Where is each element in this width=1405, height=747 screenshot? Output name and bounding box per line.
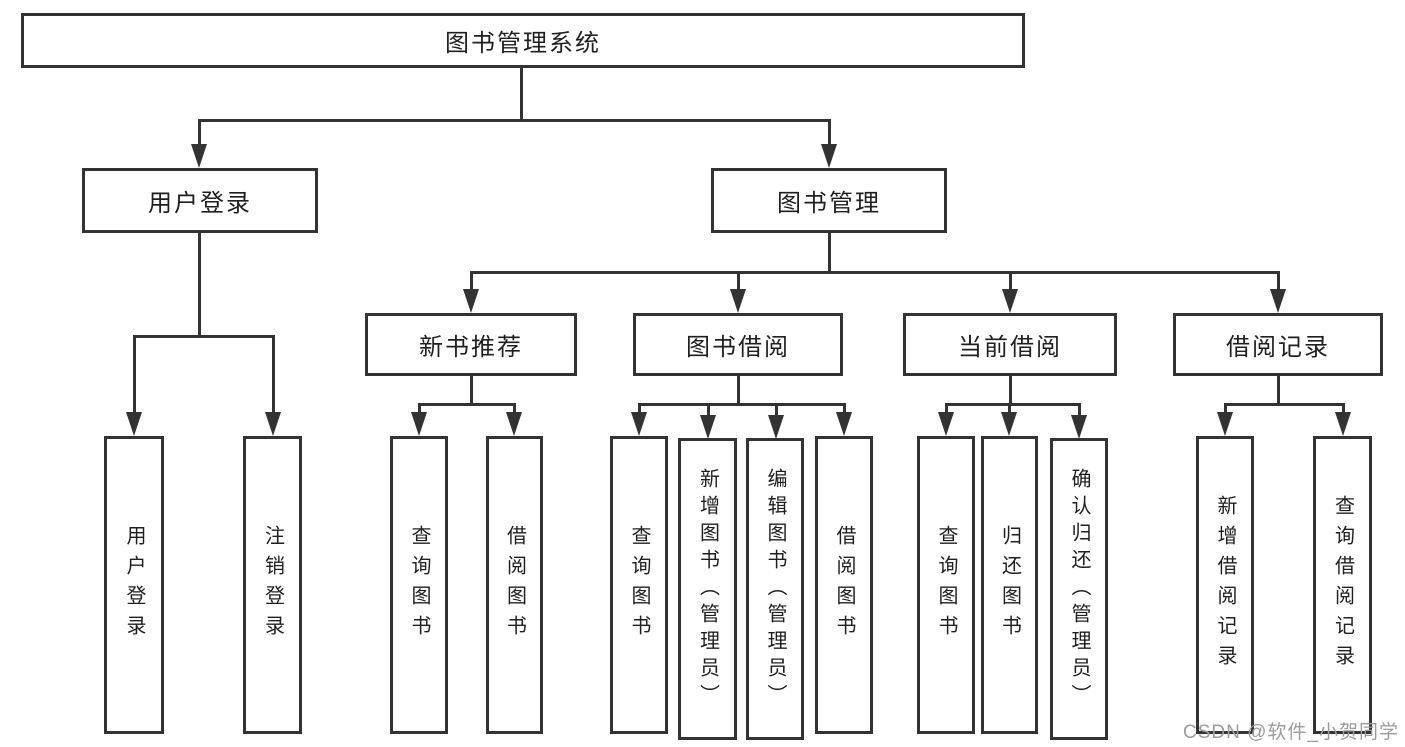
- arrow-down-icon: [631, 403, 647, 436]
- leaf-label: 归还图书: [998, 525, 1021, 645]
- leaf-query-borrow-record: 查询借阅记录: [1313, 436, 1372, 734]
- leaf-label: 查询借阅记录: [1331, 495, 1354, 675]
- connector-line: [1277, 374, 1280, 405]
- connector-line: [520, 68, 523, 121]
- leaf-query-books-current: 查询图书: [917, 436, 975, 734]
- arrow-down-icon: [126, 335, 142, 436]
- leaf-query-books-recommend: 查询图书: [390, 436, 448, 734]
- leaf-return-book: 归还图书: [981, 436, 1038, 734]
- leaf-label: 注销登录: [261, 525, 284, 645]
- leaf-label: 确认归还（管理员）: [1068, 467, 1090, 711]
- connector-line: [470, 271, 1280, 274]
- leaf-query-books-borrow: 查询图书: [610, 436, 668, 734]
- arrow-down-icon: [1071, 403, 1087, 439]
- leaf-label: 借阅图书: [503, 525, 526, 645]
- connector-line: [828, 233, 831, 273]
- arrow-down-icon: [506, 403, 522, 436]
- arrow-down-icon: [191, 119, 207, 168]
- connector-line: [1224, 403, 1345, 406]
- arrow-down-icon: [1270, 271, 1286, 313]
- arrow-down-icon: [768, 403, 784, 439]
- node-book-borrow: 图书借阅: [633, 313, 843, 376]
- connector-line: [945, 403, 1081, 406]
- leaf-add-book-admin: 新增图书（管理员）: [678, 438, 737, 740]
- node-borrow-records: 借阅记录: [1173, 313, 1383, 376]
- watermark: CSDN @软件_小贺同学: [1183, 722, 1399, 743]
- leaf-confirm-return-admin: 确认归还（管理员）: [1050, 438, 1108, 740]
- leaf-label: 查询图书: [408, 525, 430, 645]
- leaf-label: 用户登录: [123, 525, 145, 645]
- leaf-label: 借阅图书: [833, 525, 855, 645]
- leaf-borrow-books-recommend: 借阅图书: [486, 436, 543, 734]
- connector-line: [198, 119, 831, 122]
- arrow-down-icon: [411, 403, 427, 436]
- node-user-login: 用户登录: [82, 168, 318, 233]
- connector-line: [1009, 374, 1012, 405]
- leaf-label: 查询图书: [628, 525, 650, 645]
- node-new-book-recommend: 新书推荐: [365, 313, 577, 376]
- arrow-down-icon: [1217, 403, 1233, 436]
- leaf-label: 新增借阅记录: [1214, 495, 1236, 675]
- leaf-borrow-books: 借阅图书: [815, 436, 873, 734]
- arrow-down-icon: [1002, 271, 1018, 313]
- leaf-edit-book-admin: 编辑图书（管理员）: [746, 438, 804, 740]
- leaf-user-login: 用户登录: [104, 436, 164, 734]
- leaf-add-borrow-record: 新增借阅记录: [1196, 436, 1254, 734]
- arrow-down-icon: [1335, 403, 1351, 436]
- node-current-borrow: 当前借阅: [903, 313, 1117, 376]
- arrow-down-icon: [1001, 403, 1017, 436]
- node-book-management: 图书管理: [711, 168, 947, 233]
- connector-line: [133, 335, 275, 338]
- leaf-label: 查询图书: [935, 525, 957, 645]
- arrow-down-icon: [730, 271, 746, 313]
- arrow-down-icon: [265, 335, 281, 436]
- leaf-label: 新增图书（管理员）: [696, 467, 719, 711]
- connector-line: [737, 374, 740, 405]
- leaf-label: 编辑图书（管理员）: [764, 467, 786, 711]
- leaf-logout: 注销登录: [243, 436, 302, 734]
- node-root: 图书管理系统: [21, 13, 1025, 68]
- arrow-down-icon: [938, 403, 954, 436]
- connector-line: [418, 403, 516, 406]
- connector-line: [470, 374, 473, 405]
- connector-line: [638, 403, 846, 406]
- arrow-down-icon: [836, 403, 852, 436]
- arrow-down-icon: [821, 119, 837, 168]
- arrow-down-icon: [463, 271, 479, 313]
- arrow-down-icon: [700, 403, 716, 439]
- connector-line: [198, 233, 201, 337]
